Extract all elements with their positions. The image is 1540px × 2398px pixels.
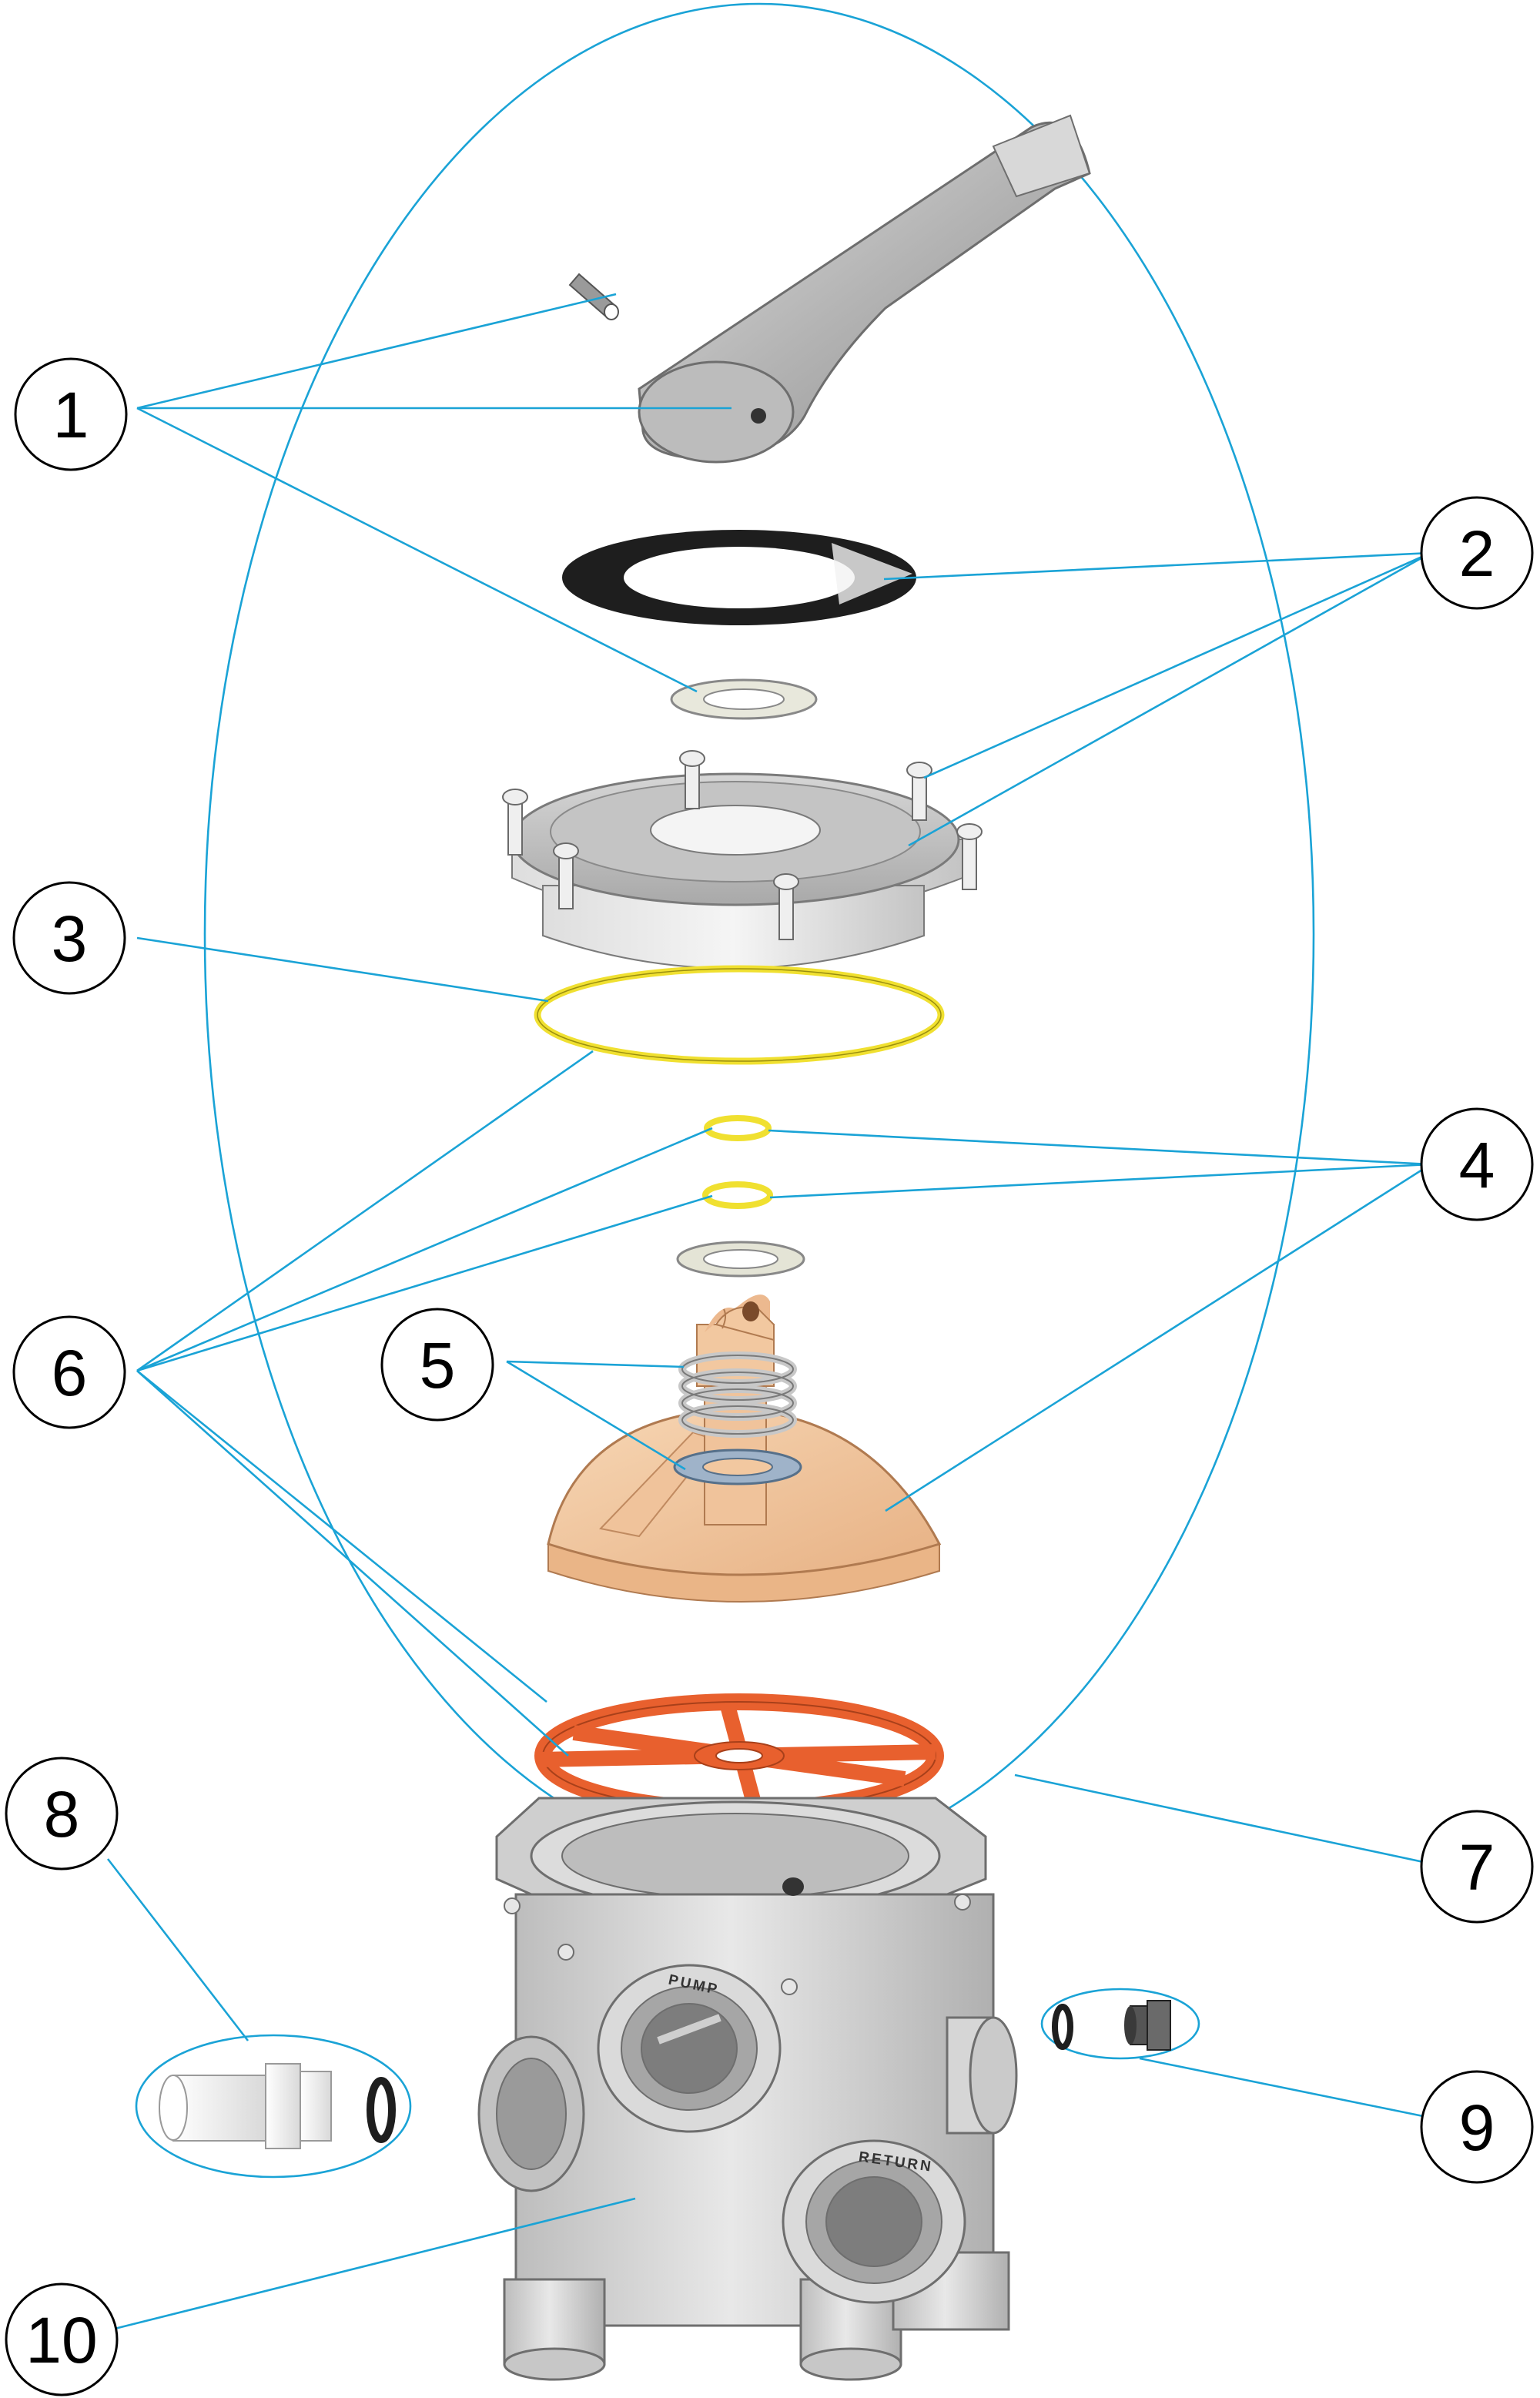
rotor-washer: [676, 1241, 805, 1278]
shaft-o-ring-lower: [702, 1181, 773, 1209]
svg-text:6: 6: [52, 1337, 88, 1409]
flat-gasket-part: [562, 530, 916, 625]
svg-text:1: 1: [53, 379, 89, 451]
plug-part: [1124, 2000, 1171, 2051]
svg-text:8: 8: [44, 1778, 80, 1850]
plug-o-ring: [1052, 2004, 1073, 2050]
callout-2: 2: [1420, 496, 1534, 610]
callout-4: 4: [1420, 1107, 1534, 1221]
handle-part: [638, 114, 1091, 464]
adapter-part: [159, 2063, 332, 2149]
valve-body-part: PUMP RETURN: [477, 1797, 1018, 2381]
rotor-part: [547, 1294, 942, 1603]
callout-3: 3: [12, 881, 126, 995]
callout-8: 8: [5, 1757, 119, 1871]
callout-5: 5: [380, 1308, 494, 1422]
adapter-o-ring: [367, 2077, 396, 2143]
pin-part: [568, 273, 619, 320]
callout-7: 7: [1420, 1810, 1534, 1924]
cover-o-ring: [534, 965, 945, 1065]
spring-washer: [673, 1449, 802, 1485]
callout-6: 6: [12, 1315, 126, 1429]
leader-lines: [106, 293, 1431, 2331]
adapter-ellipse: [135, 2034, 412, 2179]
svg-text:7: 7: [1459, 1831, 1495, 1904]
svg-text:9: 9: [1459, 2092, 1495, 2164]
plug-ellipse: [1040, 1988, 1200, 2060]
shaft-o-ring-upper: [704, 1115, 772, 1141]
cover-part: [502, 750, 983, 970]
svg-text:10: 10: [25, 2304, 97, 2376]
svg-text:4: 4: [1459, 1129, 1495, 1201]
spider-gasket-part: [534, 1693, 944, 1818]
handle-washer: [670, 678, 818, 720]
svg-text:2: 2: [1459, 517, 1495, 590]
callout-9: 9: [1420, 2070, 1534, 2184]
svg-text:5: 5: [420, 1329, 456, 1402]
callout-1: 1: [14, 357, 128, 471]
callout-10: 10: [5, 2282, 119, 2396]
svg-text:3: 3: [52, 903, 88, 975]
